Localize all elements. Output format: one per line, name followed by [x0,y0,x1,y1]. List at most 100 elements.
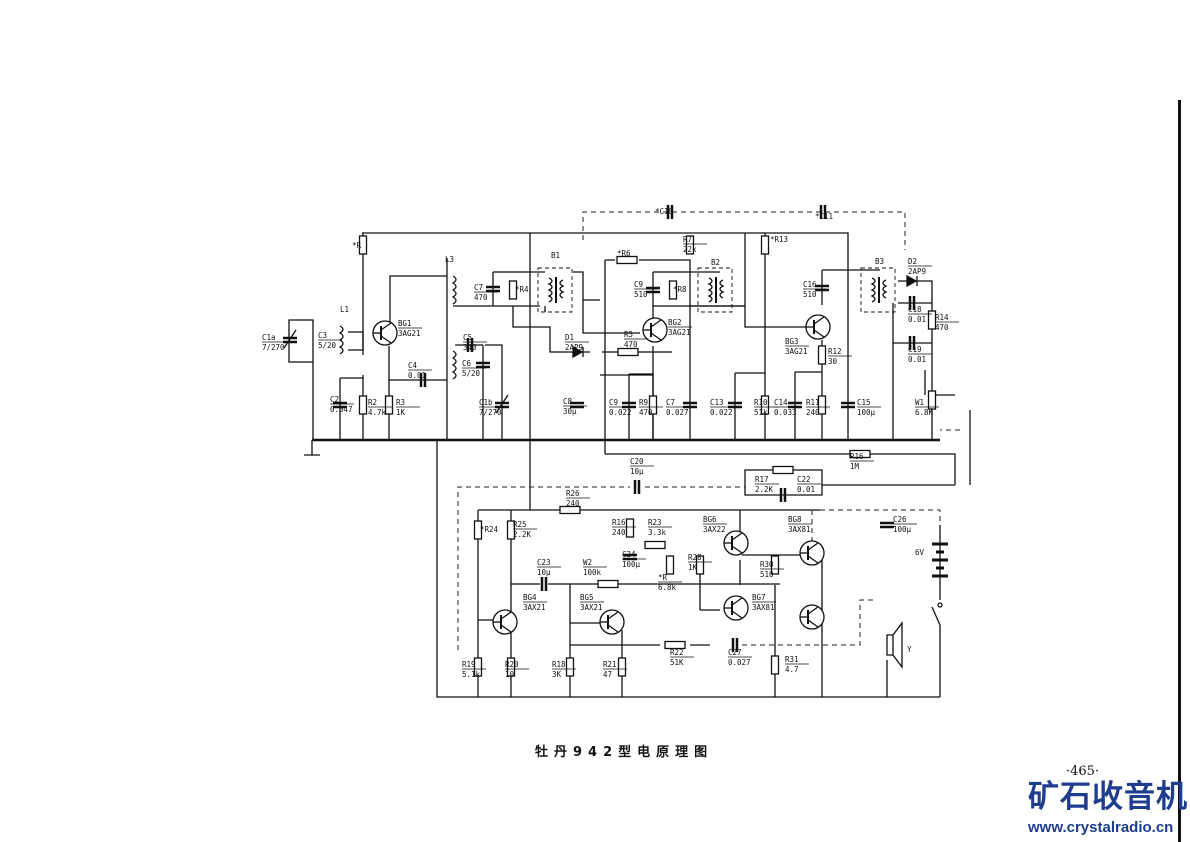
resistor-r6-8k [665,555,675,575]
component-ref: C7 [666,398,675,407]
component-ref: *R8 [673,285,687,294]
resistor-r22 [664,640,686,650]
transformer-b2 [697,267,733,313]
component-value: 3AG21 [785,347,808,356]
resistor-r1 [358,235,368,255]
component-ref: R26 [566,489,580,498]
component-ref: C18 [908,305,922,314]
component-ref: C6 [462,359,472,368]
resistor-r3 [384,395,394,415]
component-ref: C4 [408,361,418,370]
component-ref: C14 [774,398,788,407]
page-number: ·465· [1066,764,1100,779]
component-value: 3K [552,670,562,679]
component-value: 1K [688,563,698,572]
component-value: 0.033 [774,408,797,417]
component-ref: R11 [806,398,820,407]
capacitor-c16 [815,284,829,292]
component-ref: R2 [368,398,377,407]
component-ref: BG3 [785,337,799,346]
component-value: 7/270 [262,343,285,352]
resistor-r25 [506,520,516,540]
speaker-y [886,621,903,669]
component-ref: R30 [760,560,774,569]
component-ref: C22 [797,475,811,484]
component-ref: *C11 [815,212,833,221]
component-value: 1M [850,462,860,471]
component-ref: C19 [908,345,922,354]
component-value: 51k [754,408,768,417]
resistor-r13 [760,235,770,255]
component-value: 470 [624,340,638,349]
component-ref: BG6 [703,515,717,524]
component-ref: C24 [622,550,636,559]
component-ref: C26 [893,515,907,524]
transistor-bg8 [799,540,825,566]
resistor-r4 [508,280,518,300]
component-value: 100k [583,568,602,577]
diode-d1 [572,345,584,359]
resistor-r18 [565,657,575,677]
capacitor-c19 [908,336,916,350]
component-ref: BG8 [788,515,802,524]
component-value: 7/270 [479,408,502,417]
component-ref: C15 [857,398,871,407]
resistor-r17 [772,465,794,475]
resistor-r11 [817,395,827,415]
component-value: 4.7k [368,408,387,417]
component-ref: C1b [479,398,493,407]
component-value: 5/20 [462,369,481,378]
resistor-r5 [617,347,639,357]
component-ref: *R [352,241,362,250]
component-ref: C9 [609,398,618,407]
component-value: 470 [474,293,488,302]
resistor-r2 [358,395,368,415]
capacitor-c2 [333,401,347,409]
component-value: 2.2K [513,530,532,539]
component-value: 1K [396,408,406,417]
capacitor-c9 [646,286,660,294]
transistor-bg9 [799,604,825,630]
resistor-r23 [644,540,666,550]
component-ref: R7 [683,235,692,244]
transistor-bg3 [805,314,831,340]
resistor-r12 [817,345,827,365]
component-value: 2AP9 [908,267,926,276]
component-ref: *R24 [480,525,499,534]
component-value: 5/20 [318,341,337,350]
component-value: 2AP9 [565,343,583,352]
component-value: 51K [670,658,684,667]
component-ref: C8 [563,397,573,406]
resistor-r26 [559,505,581,515]
component-ref: 6V [915,548,925,557]
component-value: 0.01 [797,485,815,494]
resistor-r21 [617,657,627,677]
component-value: 6.8k [658,583,677,592]
transistor-bg6 [723,530,749,556]
component-ref: R16 [850,452,864,461]
component-ref: *R13 [770,235,788,244]
transistor-bg2 [642,317,668,343]
component-ref: BG1 [398,319,412,328]
component-ref: C27 [728,648,742,657]
component-value: 510 [803,290,817,299]
component-value: 0.047 [330,405,353,414]
component-value: 340 [463,343,477,352]
capacitor-c6 [476,361,490,369]
resistor-r19 [473,657,483,677]
component-value: 5.1k [462,670,481,679]
component-value: 470 [639,408,653,417]
component-ref: C20 [630,457,644,466]
resistor-r30 [770,555,780,575]
resistor-r28 [695,555,705,575]
component-labels: *RL1C1a7/270C35/20BG13AG21C20.047R24.7kR… [262,207,959,679]
component-value: 10μ [630,467,644,476]
component-value: 30 [828,357,838,366]
component-ref: L3 [445,255,454,264]
resistor-r7 [685,235,695,255]
component-value: 470 [935,323,949,332]
resistor-r24 [473,520,483,540]
component-ref: R25 [513,520,527,529]
resistor-r10 [760,395,770,415]
